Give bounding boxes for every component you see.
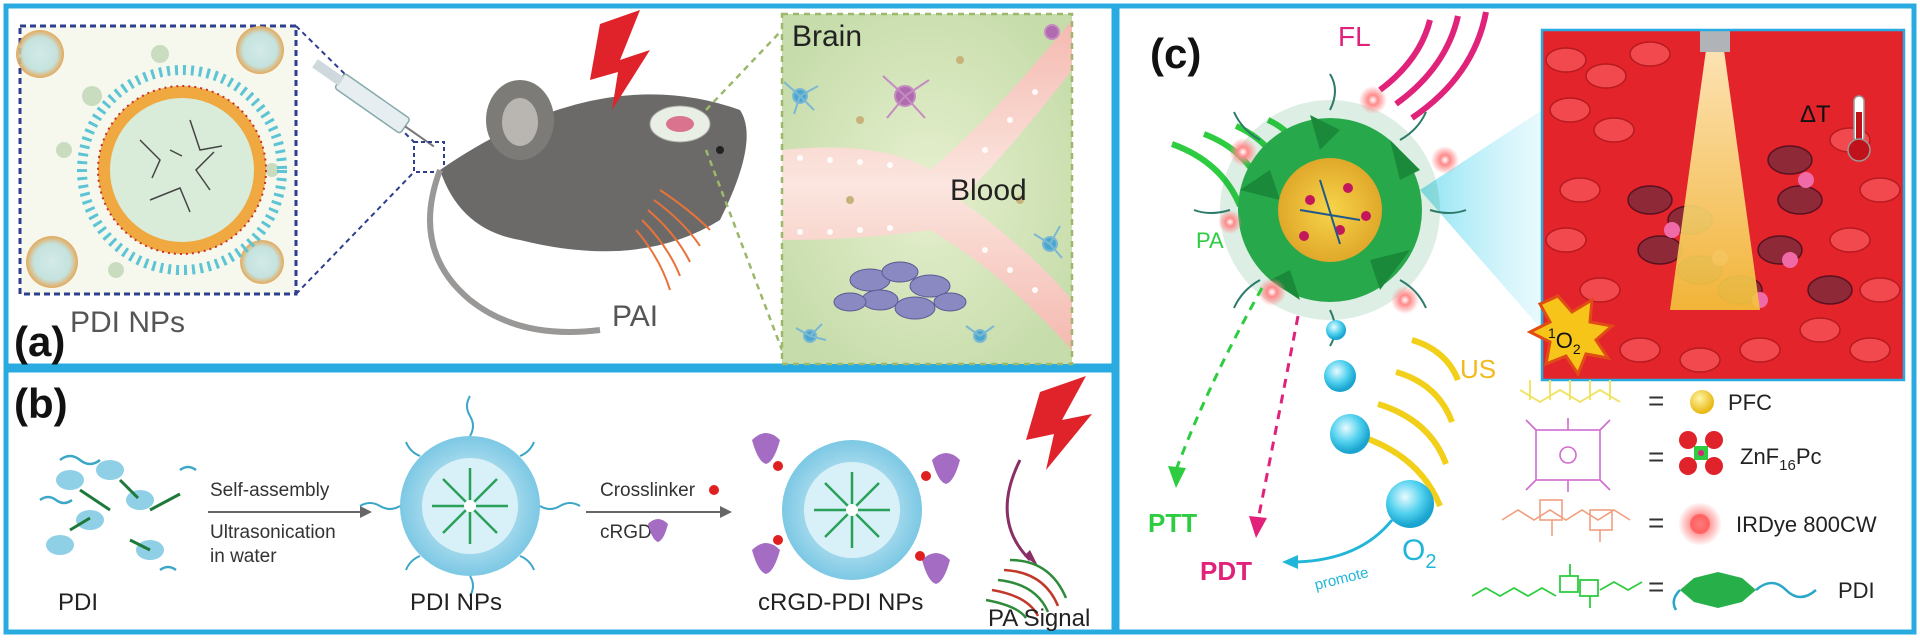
pai-caption: PAI xyxy=(612,300,658,333)
tissue-frame xyxy=(1540,28,1906,382)
o2-bubble-large xyxy=(1330,414,1370,454)
brain-label: Brain xyxy=(792,20,862,53)
pdi-nps-caption: PDI NPs xyxy=(70,306,185,339)
legend-znpc-structure xyxy=(1525,418,1611,492)
legend-znpc-icon xyxy=(1679,431,1723,475)
legend-eq-4: = xyxy=(1648,571,1664,602)
o2-bubble-medium xyxy=(1324,360,1356,392)
thermometer-icon xyxy=(1847,95,1871,162)
legend-eq-2: = xyxy=(1648,441,1664,472)
panel-c-label: (c) xyxy=(1150,30,1201,77)
crosslinker-dot-icon xyxy=(709,485,719,495)
pdi-nanoparticle xyxy=(359,395,581,597)
theranostic-nanoparticle xyxy=(1193,73,1467,347)
panel-a: PDI NPs (a) xyxy=(14,10,1074,366)
self-assembly-text: Self-assembly xyxy=(210,480,330,501)
singlet-oxygen-star-icon xyxy=(1526,294,1616,378)
mouse-icon xyxy=(427,80,747,335)
ultrasound-waves xyxy=(1359,337,1461,508)
pdt-label: PDT xyxy=(1200,556,1252,586)
legend-pdi-structure xyxy=(1471,564,1643,608)
legend-pfc-icon xyxy=(1690,390,1714,414)
panel-b: (b) Self-assembly Ultrasonication in wat… xyxy=(14,376,1092,632)
legend-pdi-icon xyxy=(1672,572,1817,611)
stage-label-pdi-nps: PDI NPs xyxy=(410,589,502,616)
panel-c-frame xyxy=(1114,3,1917,635)
legend: = PFC = ZnF16Pc = xyxy=(1471,380,1877,611)
stage-label-pa-signal: PA Signal xyxy=(988,605,1090,632)
singlet-oxygen-label: 1O2 xyxy=(1548,325,1581,357)
legend-znpc-label: ZnF16Pc xyxy=(1740,444,1822,474)
o2-bubble-small xyxy=(1326,320,1346,340)
legend-pfc-label: PFC xyxy=(1728,390,1772,415)
brain-tissue-inset xyxy=(782,14,1072,364)
us-label: US xyxy=(1460,354,1496,384)
ptt-label: PTT xyxy=(1148,508,1197,538)
ptt-arrow xyxy=(1174,287,1264,471)
signal-arrow xyxy=(1005,459,1032,562)
ultrasound-beam xyxy=(1670,50,1760,310)
o2-bubble-xlarge xyxy=(1386,480,1434,528)
legend-eq-3: = xyxy=(1648,507,1664,538)
crgd-pdi-nanoparticle xyxy=(752,433,960,584)
light-cone xyxy=(1420,110,1542,330)
blood-label: Blood xyxy=(950,174,1027,207)
panel-c: (c) FL PA US xyxy=(1148,11,1906,611)
legend-pfc-structure xyxy=(1519,380,1621,404)
photoacoustic-waves xyxy=(635,189,711,291)
pa-signal-waves xyxy=(985,558,1068,619)
fluorescence-waves xyxy=(1378,11,1489,121)
laser-bolt-icon xyxy=(590,10,650,110)
stage-label-pdi: PDI xyxy=(58,589,98,616)
panel-b-label: (b) xyxy=(14,380,68,427)
delta-t-label: ΔT xyxy=(1800,101,1831,128)
promote-label: promote xyxy=(1313,564,1371,594)
ultrasound-probe-icon xyxy=(1700,30,1730,52)
large-nanoparticle xyxy=(77,65,287,275)
legend-irdye-structure xyxy=(1501,499,1631,542)
pdi-molecules xyxy=(39,454,197,572)
legend-pdi-label: PDI xyxy=(1838,578,1875,603)
crgd-icon xyxy=(648,519,668,542)
o2-label: O2 xyxy=(1402,534,1436,573)
ultrasonication-text: Ultrasonication xyxy=(210,522,336,543)
panel-a-label: (a) xyxy=(14,318,65,365)
laser-bolt-b-icon xyxy=(1026,376,1092,470)
tumor-tissue-inset xyxy=(1542,30,1904,380)
panel-a-frame xyxy=(3,3,1117,369)
fl-label: FL xyxy=(1338,21,1371,52)
panel-b-frame xyxy=(3,367,1117,635)
stage-label-crgd-pdi-nps: cRGD-PDI NPs xyxy=(758,589,923,616)
legend-eq-1: = xyxy=(1648,385,1664,416)
neuron-cells xyxy=(783,81,1063,343)
in-water-text: in water xyxy=(210,546,277,567)
irdye-glows xyxy=(1218,86,1459,314)
pdt-arrow xyxy=(1256,315,1300,521)
legend-irdye-label: IRDye 800CW xyxy=(1736,512,1877,537)
pa-label-c: PA xyxy=(1196,228,1224,253)
syringe-icon xyxy=(312,59,435,148)
promote-arrow xyxy=(1295,519,1394,564)
crosslinker-text: Crosslinker xyxy=(600,480,696,501)
crgd-text: cRGD xyxy=(600,522,652,543)
